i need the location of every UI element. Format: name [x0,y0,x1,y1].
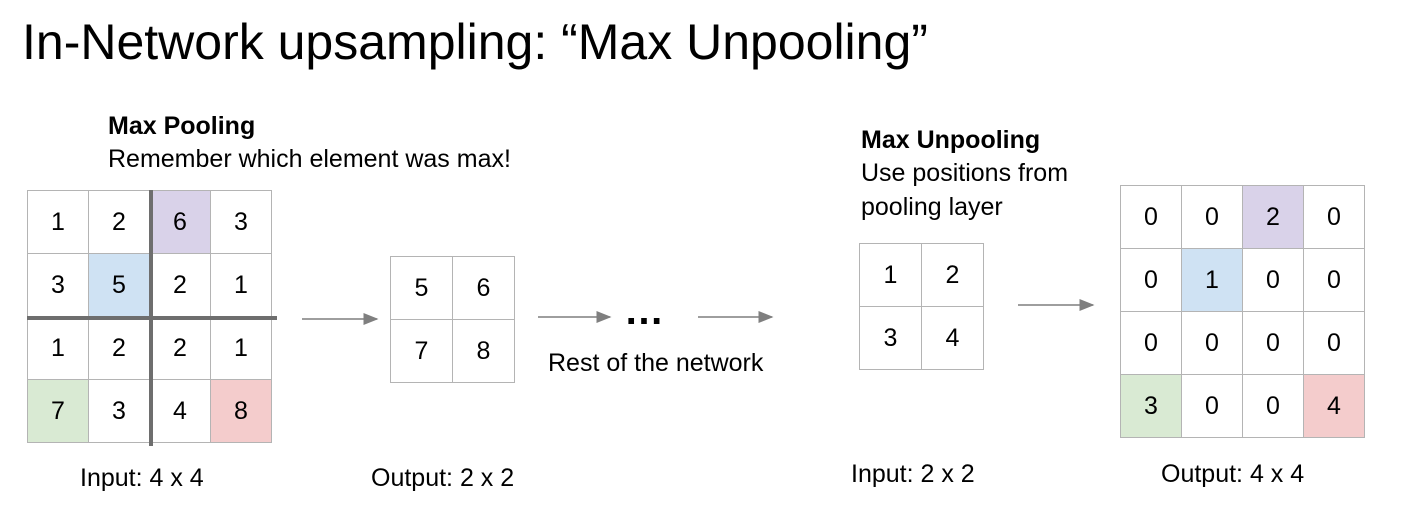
grid-cell: 0 [1304,312,1365,375]
unpooling-subtitle-line2: pooling layer [861,193,1003,221]
grid-cell: 8 [211,380,272,443]
pooling-subtitle: Remember which element was max! [108,145,511,173]
grid-cell: 0 [1304,186,1365,249]
grid-cell: 0 [1121,249,1182,312]
grid-cell: 3 [860,307,922,370]
grid-cell: 0 [1121,186,1182,249]
unpooling-input-caption: Input: 2 x 2 [851,460,975,488]
grid-cell: 0 [1243,249,1304,312]
ellipsis: … [624,289,670,333]
unpooling-output-caption: Output: 4 x 4 [1161,460,1305,488]
pooling-heading: Max Pooling [108,112,256,140]
grid-cell: 2 [922,244,984,307]
grid-cell: 4 [150,380,211,443]
grid-cell: 5 [89,254,150,317]
grid-cell: 0 [1182,375,1243,438]
grid-cell: 5 [391,257,453,320]
unpooling-subtitle-line1: Use positions from [861,159,1069,187]
grid-cell: 0 [1182,312,1243,375]
grid-cell: 3 [1121,375,1182,438]
grid-cell: 0 [1182,186,1243,249]
rest-of-network-caption: Rest of the network [548,349,764,377]
grid-cell: 0 [1304,249,1365,312]
pooling-input-caption: Input: 4 x 4 [80,464,204,492]
grid-cell: 2 [1243,186,1304,249]
grid-cell: 1 [211,317,272,380]
pooling-window-divider-horizontal [27,316,277,320]
grid-cell: 1 [28,191,89,254]
grid-cell: 2 [150,317,211,380]
grid-cell: 3 [211,191,272,254]
grid-cell: 7 [28,380,89,443]
grid-cell: 4 [1304,375,1365,438]
grid-cell: 4 [922,307,984,370]
grid-cell: 8 [453,320,515,383]
grid-cell: 6 [453,257,515,320]
grid-cell: 1 [28,317,89,380]
page-title: In-Network upsampling: “Max Unpooling” [22,14,928,70]
grid-cell: 7 [391,320,453,383]
grid-cell: 0 [1121,312,1182,375]
grid-cell: 0 [1243,312,1304,375]
pooling-output-caption: Output: 2 x 2 [371,464,515,492]
grid-cell: 1 [1182,249,1243,312]
grid-cell: 6 [150,191,211,254]
grid-cell: 0 [1243,375,1304,438]
grid-cell: 1 [860,244,922,307]
unpooling-heading: Max Unpooling [861,126,1041,154]
